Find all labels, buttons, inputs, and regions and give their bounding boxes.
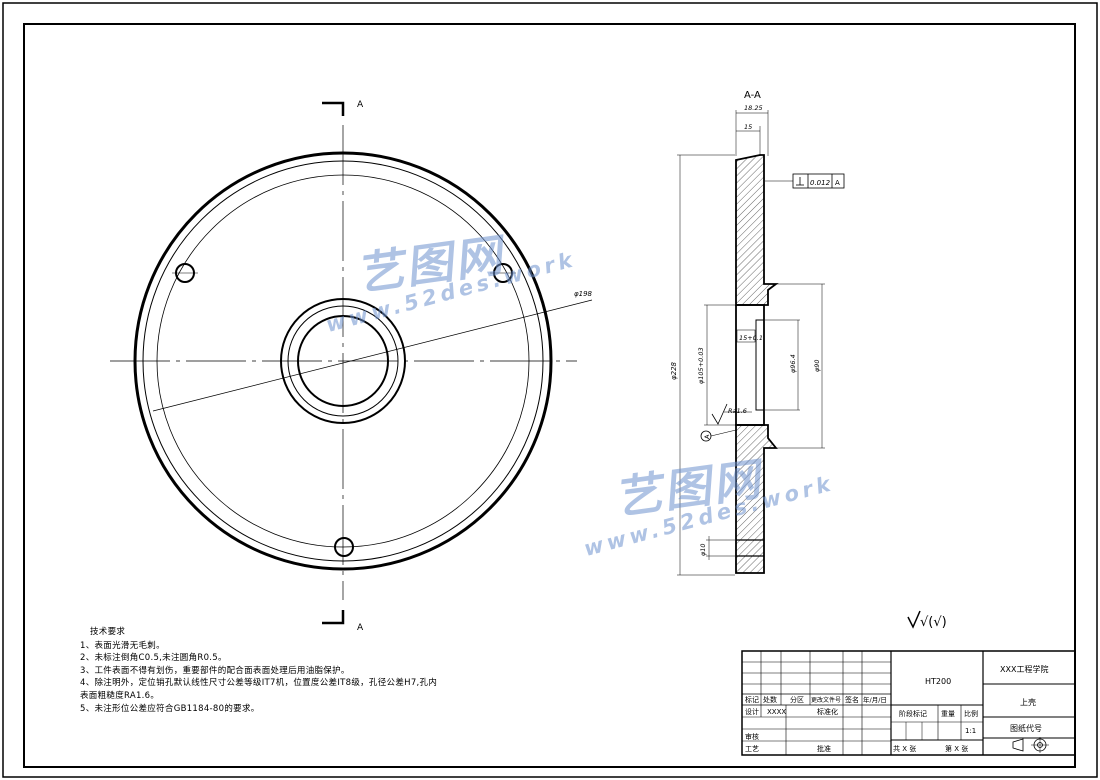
- tb-process: 工艺: [745, 745, 759, 753]
- bore-inner-groove: [755, 319, 765, 411]
- bore-outline: [735, 304, 765, 426]
- tb-school: XXX工程学院: [1000, 664, 1048, 674]
- tb-part-name: 上壳: [1020, 697, 1036, 707]
- tech-requirement-5: 5、未注形位公差应符合GB1184-80的要求。: [80, 703, 260, 714]
- tb-sheet: 第 X 张: [945, 744, 968, 753]
- section-body-upper: [735, 154, 779, 306]
- chamfer-dim-box: [736, 329, 756, 343]
- tb-date: 年/月/日: [863, 695, 887, 704]
- section-marker-top: [322, 101, 345, 116]
- roughness-symbol: [711, 403, 728, 425]
- bolt-circle-dimension-line: [152, 299, 593, 412]
- tb-sign: 签名: [845, 695, 859, 704]
- tb-approve: 批准: [817, 744, 831, 753]
- general-surface-finish: √(√): [920, 615, 947, 630]
- tb-check: 审核: [745, 732, 759, 741]
- inner-frame: [23, 23, 1076, 768]
- title-block-frame: [741, 650, 1076, 756]
- tb-standardize: 标准化: [817, 707, 838, 716]
- front-view: [110, 101, 593, 625]
- surface-finish-check: [907, 610, 921, 629]
- roughness-value: Ra1.6: [728, 407, 747, 415]
- tb-zone: 分区: [790, 695, 804, 704]
- tb-drawing-no: 图纸代号: [1010, 723, 1042, 733]
- projection-symbol-cone: [1012, 738, 1024, 752]
- tech-requirement-4: 4、除注明外，定位销孔默认线性尺寸公差等级IT7机，位置度公差IT8级，孔径公差…: [80, 678, 438, 701]
- datum-a-leader: [710, 429, 737, 437]
- tb-change-doc: 更改文件号: [811, 696, 841, 704]
- tb-design: 设计: [745, 707, 759, 716]
- dim-overall-width: 18.25: [744, 104, 763, 112]
- dim-outer-diameter: φ228: [670, 361, 678, 380]
- tb-total: 共 X 张: [893, 744, 916, 753]
- section-label-bottom: A: [357, 623, 364, 633]
- bolt-hole-bottom: [334, 537, 354, 557]
- title-block-text: 标记 处数 分区 更改文件号 签名 年/月/日 设计 XXXX 标准化 审核 工…: [745, 664, 1048, 753]
- tolerance-datum: A: [835, 179, 840, 187]
- tb-scale-value: 1:1: [965, 727, 976, 735]
- tolerance-value: 0.012: [810, 179, 831, 187]
- section-label-top: A: [357, 100, 364, 110]
- dim-small-hole: φ10: [699, 543, 707, 556]
- dim-hole-diameter: φ96.4: [789, 354, 797, 373]
- title-block: [741, 650, 1076, 756]
- tb-mark: 标记: [745, 695, 759, 704]
- tech-requirements-title: 技术要求: [90, 627, 126, 637]
- dim-boss-diameter: φ90: [813, 359, 821, 372]
- technical-requirements: 技术要求 1、表面光滑无毛刺。 2、未标注倒角C0.5,未注圆角R0.5。 3、…: [80, 626, 440, 715]
- tech-requirement-1: 1、表面光滑无毛刺。: [80, 640, 165, 651]
- dim-chamfer-depth: 15+0.1: [739, 334, 763, 342]
- tb-count: 处数: [763, 695, 777, 704]
- tolerance-frame: [792, 173, 845, 189]
- tb-material: HT200: [925, 677, 951, 686]
- tech-requirement-3: 3、工件表面不得有划伤，重要部件的配合面表面处理后用油脂保护。: [80, 665, 350, 676]
- tb-design-name: XXXX: [767, 708, 786, 716]
- bolt-circle-dimension: φ198: [574, 290, 593, 298]
- section-view: [677, 110, 921, 629]
- tech-requirement-2: 2、未标注倒角C0.5,未注圆角R0.5。: [80, 653, 227, 664]
- dim-web-width: 15: [744, 123, 752, 131]
- dim-bore-tolerance: φ105+0.03: [697, 347, 705, 384]
- tb-stage-mark: 阶段标记: [899, 709, 927, 718]
- section-body-lower: [735, 424, 778, 574]
- section-marker-bottom: [322, 610, 345, 625]
- section-title: A-A: [744, 90, 761, 101]
- tb-weight: 重量: [941, 710, 955, 718]
- datum-a-label: A: [703, 434, 711, 439]
- tb-scale: 比例: [964, 709, 978, 718]
